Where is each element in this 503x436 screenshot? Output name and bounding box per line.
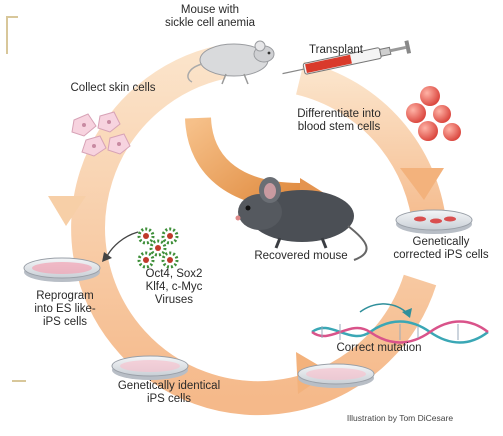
label-credit: Illustration by Tom DiCesare <box>330 412 470 425</box>
label-factors: Oct4, Sox2 Klf4, c-Myc Viruses <box>136 268 212 307</box>
corner-bracket-top-left <box>6 16 18 54</box>
label-reprogram: Reprogram into ES like- iPS cells <box>20 290 110 329</box>
virus-pointer-arrow <box>106 232 138 258</box>
label-mouse-sickle: Mouse with sickle cell anemia <box>150 4 270 30</box>
dish-mutation <box>298 364 374 388</box>
label-correct-mutation: Correct mutation <box>324 342 434 355</box>
label-recovered: Recovered mouse <box>246 250 356 263</box>
virus-icons <box>102 229 177 267</box>
label-differentiate: Differentiate into blood stem cells <box>284 108 394 134</box>
label-corrected: Genetically corrected iPS cells <box>386 236 496 262</box>
label-transplant: Transplant <box>296 44 376 57</box>
blood-stem-cells-icon <box>406 86 461 141</box>
dish-corrected <box>396 210 472 234</box>
label-collect-skin: Collect skin cells <box>58 82 168 95</box>
corner-bracket-bottom-left <box>12 380 26 382</box>
dish-identical <box>112 356 188 380</box>
label-identical: Genetically identical iPS cells <box>104 380 234 406</box>
dish-reprogram <box>24 258 100 282</box>
